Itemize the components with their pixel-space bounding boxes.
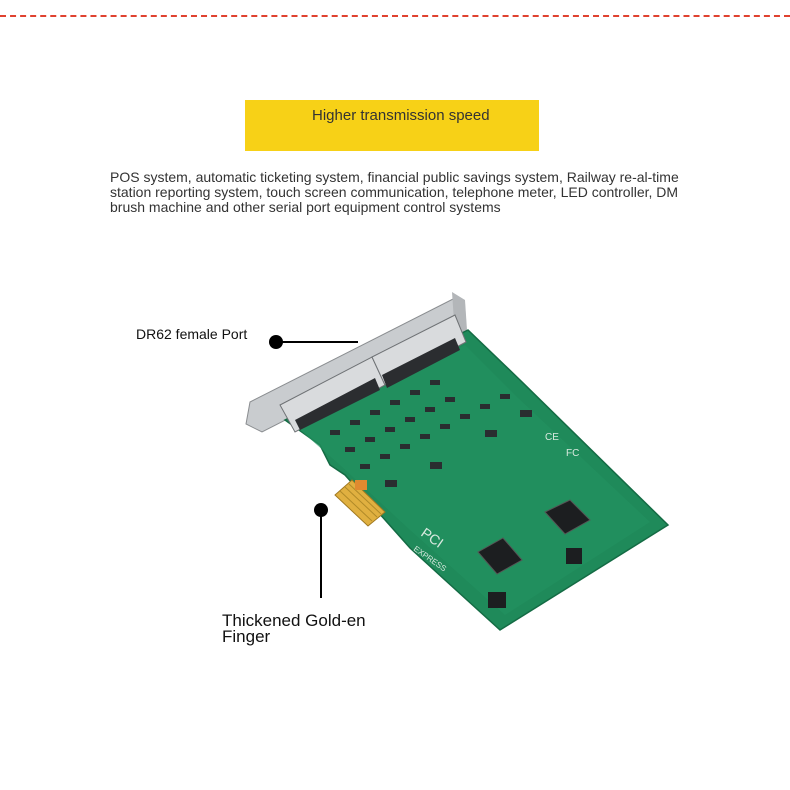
port-callout-line bbox=[276, 341, 358, 343]
finger-callout-line bbox=[320, 510, 322, 598]
svg-text:FC: FC bbox=[566, 448, 579, 459]
banner-text: Higher transmission speed bbox=[312, 107, 490, 124]
dr62-port-label: DR62 female Port bbox=[136, 326, 248, 342]
feature-banner: Higher transmission speed bbox=[245, 100, 539, 151]
gold-finger-label: Thickened Gold-en Finger bbox=[222, 611, 366, 646]
svg-text:CE: CE bbox=[545, 432, 559, 443]
top-dashed-divider bbox=[0, 15, 790, 17]
application-description: POS system, automatic ticketing system, … bbox=[110, 169, 679, 215]
